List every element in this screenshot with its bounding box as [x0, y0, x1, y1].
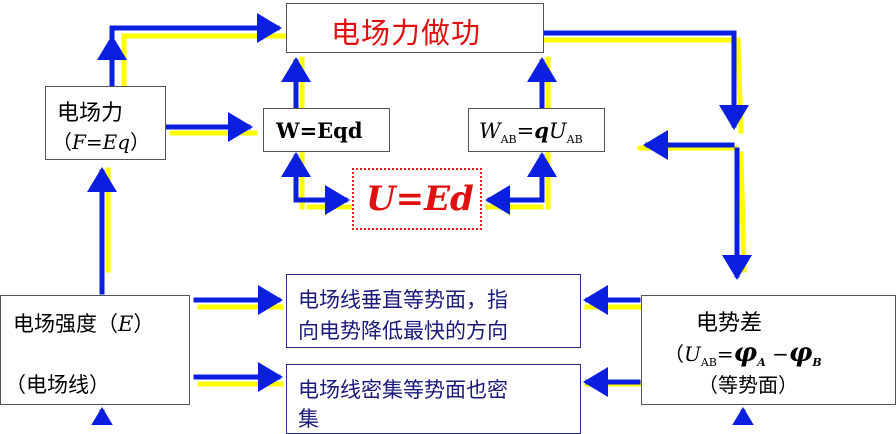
perpendicular-note-line1: 电场线垂直等势面，指	[298, 288, 508, 312]
perpendicular-note-box: 电场线垂直等势面，指 向电势降低最快的方向	[286, 274, 581, 348]
work-by-field-box: 电场力做功	[286, 3, 544, 53]
field-potential-relation-box: U=Ed	[352, 168, 482, 230]
potential-difference-label: 电势差	[696, 311, 763, 336]
density-note-box: 电场线密集等势面也密 集	[286, 364, 581, 434]
field-strength-label: 电场强度（E）	[13, 312, 155, 336]
density-note-line2: 集	[298, 407, 319, 431]
electric-force-box: 电场力 （F=Eq）	[45, 86, 166, 160]
flow-arrows	[87, 13, 758, 425]
field-strength-box: 电场强度（E） （电场线）	[0, 295, 190, 405]
potential-difference-box: 电势差 （UAB=φA −φB （等势面）	[641, 295, 896, 405]
field-lines-label: （电场线）	[5, 373, 110, 397]
work-formula: W=Eqd	[276, 118, 363, 143]
perpendicular-note-line2: 向电势降低最快的方向	[298, 319, 508, 343]
density-note-line1: 电场线密集等势面也密	[298, 378, 508, 402]
equipotential-label: （等势面）	[698, 373, 798, 397]
electric-force-label: 电场力	[57, 101, 124, 126]
work-potential-formula: WAB=qUAB	[479, 118, 583, 147]
field-potential-relation: U=Ed	[366, 179, 474, 219]
work-potential-box: WAB=qUAB	[468, 108, 605, 152]
work-formula-box: W=Eqd	[263, 108, 390, 152]
work-by-field-title: 电场力做功	[331, 16, 482, 50]
electric-force-formula: （F=Eq）	[52, 130, 151, 154]
potential-difference-formula: （UAB=φA −φB	[664, 338, 822, 369]
